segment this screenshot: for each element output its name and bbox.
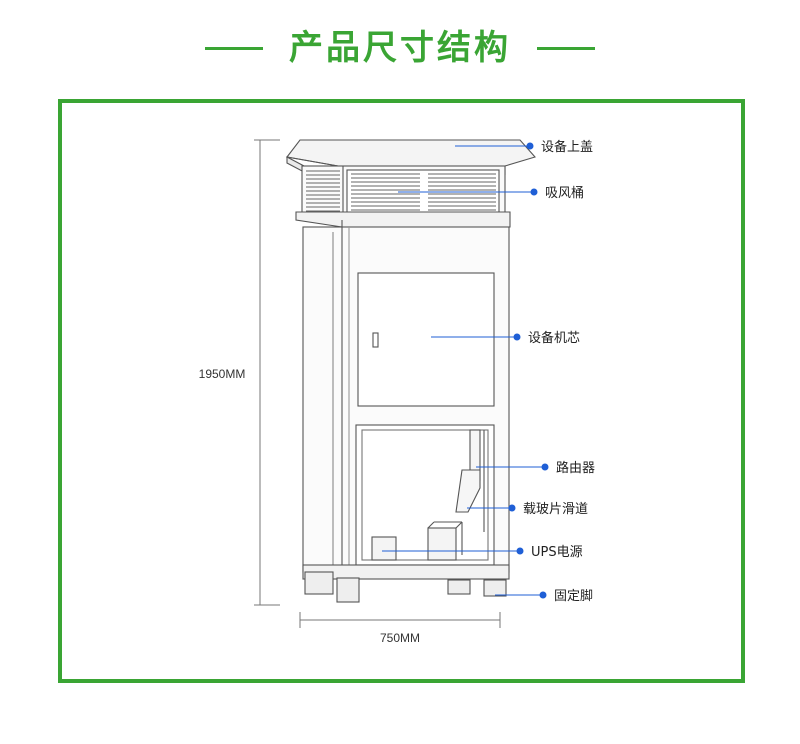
ups-box bbox=[371, 536, 397, 561]
width-dimension: 750MM bbox=[380, 631, 420, 645]
label-air-intake: 吸风桶 bbox=[545, 186, 584, 201]
foot-right bbox=[483, 579, 507, 597]
leader-dot-router bbox=[541, 463, 549, 471]
top-cover-shape bbox=[286, 139, 536, 167]
label-ups: UPS电源 bbox=[531, 545, 583, 560]
page-title: 产品尺寸结构 bbox=[289, 28, 511, 68]
core-door bbox=[357, 272, 495, 407]
leader-dot-feet bbox=[539, 591, 547, 599]
height-dimension: 1950MM bbox=[199, 367, 246, 381]
header-dash-right bbox=[537, 46, 595, 50]
leader-dot-ups bbox=[516, 547, 524, 555]
leader-dot-top-cover bbox=[526, 142, 534, 150]
leader-dot-core bbox=[513, 333, 521, 341]
leader-dot-air-intake bbox=[530, 188, 538, 196]
leader-dot-slide-rail bbox=[508, 504, 516, 512]
slide-rail-shape bbox=[455, 469, 481, 513]
label-router: 路由器 bbox=[556, 460, 595, 476]
label-feet: 固定脚 bbox=[554, 588, 593, 604]
page-header: 产品尺寸结构 bbox=[0, 18, 800, 78]
header-dash-left bbox=[205, 46, 263, 50]
door-handle bbox=[372, 332, 379, 348]
label-top-cover: 设备上盖 bbox=[541, 139, 593, 155]
foot-left bbox=[304, 571, 334, 595]
label-core: 设备机芯 bbox=[528, 330, 580, 346]
label-slide-rail: 载玻片滑道 bbox=[523, 502, 588, 517]
